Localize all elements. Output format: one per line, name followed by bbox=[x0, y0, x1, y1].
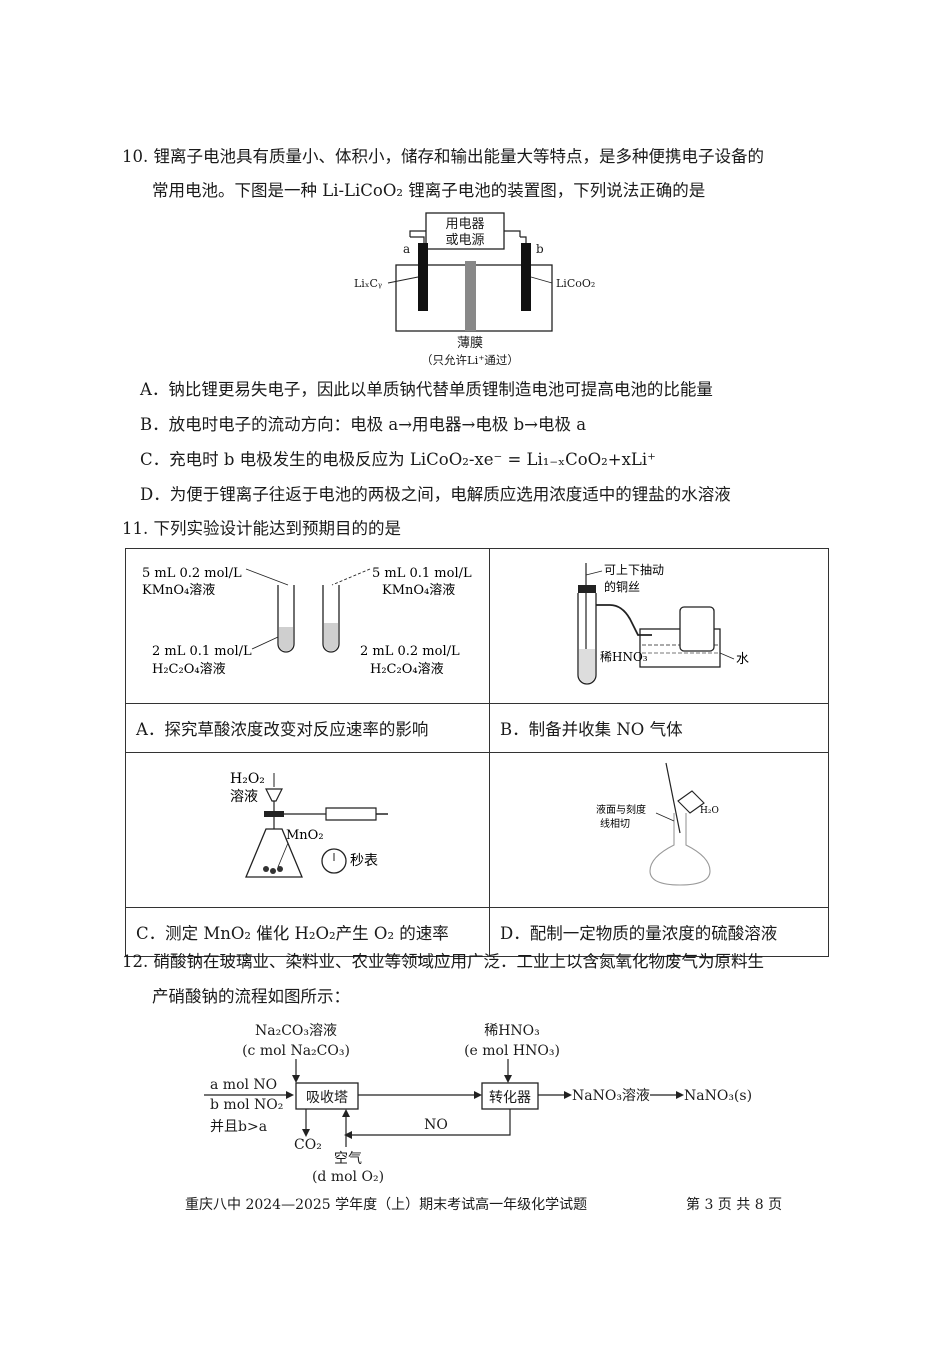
flow-co2: CO₂ bbox=[294, 1137, 322, 1153]
kmno4-tubes-figure: 5 mL 0.2 mol/L KMnO₄溶液 5 mL 0.1 mol/L KM… bbox=[142, 566, 472, 677]
option-d-cell: D．配制一定物质的量浓度的硫酸溶液 bbox=[489, 907, 829, 957]
q11-stem: 11. 下列实验设计能达到预期目的的是 bbox=[122, 519, 401, 538]
membrane bbox=[465, 261, 476, 331]
flow-feed-2: b mol NO₂ bbox=[210, 1097, 283, 1113]
flow-hno3-1: 稀HNO₃ bbox=[484, 1023, 540, 1039]
collecting-bottle bbox=[679, 606, 715, 652]
h2o2-rate-figure: H₂O₂ 溶液 MnO₂ 秒表 bbox=[230, 771, 388, 878]
test-tube-left bbox=[277, 585, 295, 653]
q11-option-b: B．制备并收集 NO 气体 bbox=[500, 720, 683, 739]
electrode-a-label: a bbox=[403, 242, 410, 256]
wire-left bbox=[409, 230, 426, 237]
c-reagent-2: 溶液 bbox=[230, 789, 258, 805]
electrode-b-label: b bbox=[536, 242, 544, 256]
no-generation-figure: 可上下抽动 的铜丝 稀HNO₃ 水 bbox=[577, 563, 749, 685]
q11-options-table: 5 mL 0.2 mol/L KMnO₄溶液 5 mL 0.1 mol/L KM… bbox=[125, 548, 829, 957]
d-water-label: H₂O bbox=[700, 806, 719, 816]
a-right-bottom-2: H₂C₂O₄溶液 bbox=[370, 662, 444, 677]
right-material-label: LiCoO₂ bbox=[556, 277, 595, 290]
nano3-flowchart: Na₂CO₃溶液 (c mol Na₂CO₃) 稀HNO₃ (e mol HNO… bbox=[204, 1023, 752, 1185]
delivery-tube bbox=[596, 604, 652, 636]
volumetric-flask bbox=[649, 813, 711, 886]
test-tube-right bbox=[322, 585, 340, 653]
c-timer-label: 秒表 bbox=[350, 853, 378, 869]
glass-rod bbox=[665, 762, 681, 834]
syringe bbox=[282, 807, 377, 821]
stopwatch-icon bbox=[321, 848, 347, 874]
flow-feed-1: a mol NO bbox=[210, 1077, 277, 1093]
a-right-bottom-1: 2 mL 0.2 mol/L bbox=[360, 644, 460, 659]
flow-hno3-2: (e mol HNO₃) bbox=[464, 1043, 560, 1059]
device-label-1: 用电器 bbox=[445, 217, 484, 232]
absorber-box bbox=[295, 1082, 359, 1110]
q10-option-a: A．钠比锂更易失电子，因此以单质钠代替单质锂制造电池可提高电池的比能量 bbox=[140, 380, 713, 399]
flow-product-2: NaNO₃(s) bbox=[684, 1088, 752, 1104]
membrane-note: （只允许Li⁺通过） bbox=[421, 353, 519, 367]
cell-a-figure: 5 mL 0.2 mol/L KMnO₄溶液 5 mL 0.1 mol/L KM… bbox=[125, 548, 490, 704]
q11-option-c: C．测定 MnO₂ 催化 H₂O₂产生 O₂ 的速率 bbox=[136, 924, 449, 943]
flow-na2co3-1: Na₂CO₃溶液 bbox=[255, 1023, 337, 1039]
q10-option-d: D．为便于锂离子往返于电池的两极之间，电解质应选用浓度适中的锂盐的水溶液 bbox=[140, 485, 731, 504]
stopper bbox=[578, 585, 596, 593]
device-label-2: 或电源 bbox=[445, 233, 484, 248]
cell-d-figure: H₂O 液面与刻度 线相切 bbox=[489, 752, 829, 908]
cell-b-figure: 可上下抽动 的铜丝 稀HNO₃ 水 bbox=[489, 548, 829, 704]
cell-c-figure: H₂O₂ 溶液 MnO₂ 秒表 bbox=[125, 752, 490, 908]
d-mark-label-1: 液面与刻度 bbox=[596, 803, 646, 816]
battery-final: 用电器 或电源 a b LiₓCᵧ LiCoO₂ 薄膜 （只允许Li⁺通过） bbox=[340, 205, 620, 370]
option-a-cell: A．探究草酸浓度改变对反应速率的影响 bbox=[125, 703, 490, 753]
reaction-tube bbox=[577, 593, 597, 685]
b-wire-label-1: 可上下抽动 bbox=[604, 563, 664, 577]
c-reagent-1: H₂O₂ bbox=[230, 771, 265, 787]
flow-converter: 转化器 bbox=[489, 1090, 531, 1106]
q11-option-a: A．探究草酸浓度改变对反应速率的影响 bbox=[136, 720, 429, 739]
c-catalyst-label: MnO₂ bbox=[286, 828, 324, 843]
membrane-label: 薄膜 bbox=[457, 336, 483, 351]
a-left-bottom-1: 2 mL 0.1 mol/L bbox=[152, 644, 252, 659]
b-water-label: 水 bbox=[736, 652, 749, 667]
footer-page-number: 第 3 页 共 8 页 bbox=[686, 1197, 783, 1213]
flow-absorber: 吸收塔 bbox=[306, 1090, 348, 1106]
b-acid-label: 稀HNO₃ bbox=[600, 650, 648, 664]
q10-stem-line2: 常用电池。下图是一种 Li-LiCoO₂ 锂离子电池的装置图，下列说法正确的是 bbox=[152, 181, 706, 200]
electrode-b bbox=[521, 243, 531, 311]
flow-air-1: 空气 bbox=[334, 1151, 362, 1167]
a-right-top-1: 5 mL 0.1 mol/L bbox=[372, 566, 472, 581]
wire-right bbox=[504, 230, 521, 237]
a-left-top-1: 5 mL 0.2 mol/L bbox=[142, 566, 242, 581]
q12-stem-line1: 12. 硝酸钠在玻璃业、染料业、农业等领域应用广泛．工业上以含氮氧化物废气为原料… bbox=[122, 952, 764, 971]
a-right-top-2: KMnO₄溶液 bbox=[382, 583, 455, 598]
conical-flask bbox=[245, 828, 303, 878]
flow-na2co3-2: (c mol Na₂CO₃) bbox=[242, 1043, 350, 1059]
footer-exam-title: 重庆八中 2024—2025 学年度（上）期末考试高一年级化学试题 bbox=[185, 1197, 588, 1213]
b-wire-label-2: 的铜丝 bbox=[604, 579, 640, 594]
flow-air-2: (d mol O₂) bbox=[312, 1169, 384, 1185]
a-left-bottom-2: H₂C₂O₄溶液 bbox=[152, 662, 226, 677]
q10-option-c: C．充电时 b 电极发生的电极反应为 LiCoO₂-xe⁻ = Li₁₋ₓCoO… bbox=[140, 450, 656, 469]
flow-feed-3: 并且b>a bbox=[210, 1119, 267, 1135]
q12-stem-line2: 产硝酸钠的流程如图所示： bbox=[152, 987, 350, 1006]
electrode-a bbox=[418, 243, 428, 311]
q10-option-b: B．放电时电子的流动方向：电极 a→用电器→电极 b→电极 a bbox=[140, 415, 587, 434]
dropping-funnel bbox=[265, 788, 283, 802]
left-material-label: LiₓCᵧ bbox=[354, 277, 382, 290]
beaker bbox=[677, 790, 705, 814]
recycle-line bbox=[350, 1109, 511, 1136]
q10-stem-line1: 10. 锂离子电池具有质量小、体积小，储存和输出能量大等特点，是多种便携电子设备… bbox=[122, 147, 764, 166]
q11-option-d: D．配制一定物质的量浓度的硫酸溶液 bbox=[500, 924, 778, 943]
flow-product-1: NaNO₃溶液 bbox=[572, 1088, 650, 1104]
option-c-cell: C．测定 MnO₂ 催化 H₂O₂产生 O₂ 的速率 bbox=[125, 907, 490, 957]
flow-recycle: NO bbox=[424, 1117, 448, 1133]
d-mark-label-2: 线相切 bbox=[600, 817, 630, 830]
option-b-cell: B．制备并收集 NO 气体 bbox=[489, 703, 829, 753]
volumetric-flask-figure: H₂O 液面与刻度 线相切 bbox=[596, 762, 719, 886]
a-left-top-2: KMnO₄溶液 bbox=[142, 583, 215, 598]
